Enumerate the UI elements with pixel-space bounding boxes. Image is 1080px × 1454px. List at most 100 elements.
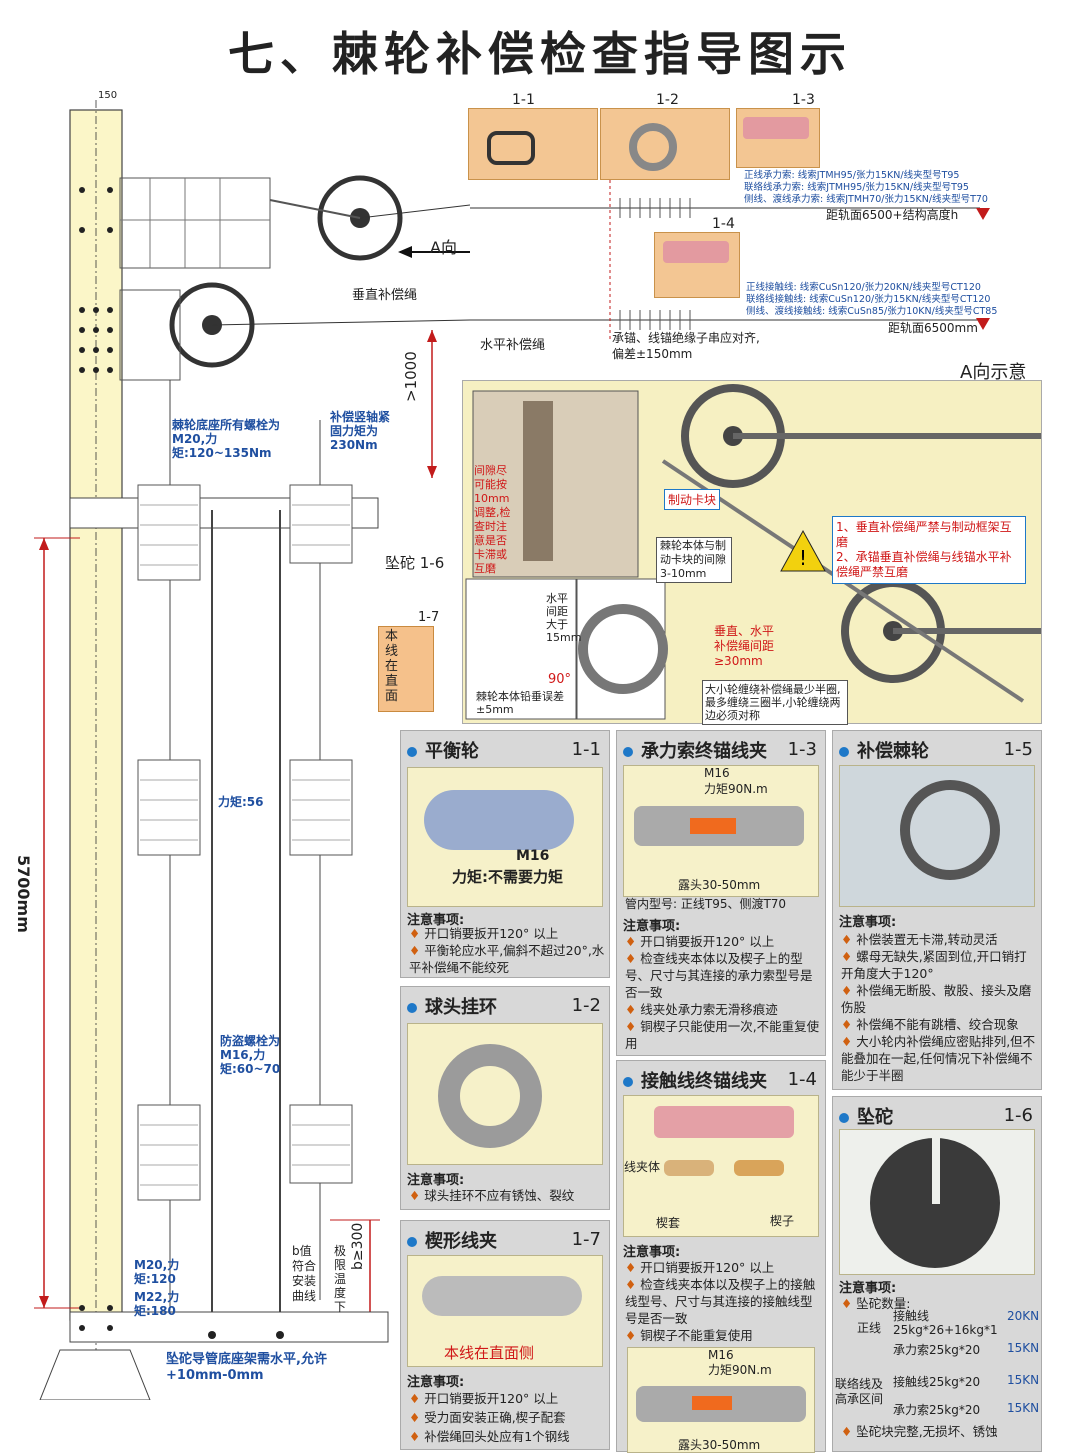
p15-note-3: 补偿绳无断股、散股、接头及磨伤股 <box>841 982 1037 1016</box>
upper-specs: 正线承力索: 线索JTMH95/张力15KN/线夹型号T95 联络线承力索: 线… <box>744 170 988 206</box>
vertical-rope-label: 垂直补偿绳 <box>352 288 418 303</box>
p16-qty-label: 坠砣数量: <box>841 1295 1037 1312</box>
b17-photo: 本线在直面 <box>378 626 434 712</box>
p17-notes-title: 注意事项: <box>407 1375 465 1390</box>
limit-temp-note: 极限温度下 <box>334 1244 347 1314</box>
panel-14-id: 1-4 <box>787 1069 817 1090</box>
p13-m16: M16 <box>704 766 730 780</box>
p13-note-2: 检查线夹本体以及楔子上的型号、尺寸与其连接的承力索型号是否一致 <box>625 950 821 1001</box>
contact-clamp-photo-2: M16 力矩90N.m 露头30-50mm <box>627 1347 815 1453</box>
panel-11-id: 1-1 <box>571 739 601 760</box>
p15-note-1: 补偿装置无卡滞,转动灵活 <box>841 931 1037 948</box>
rope-gap-note: 垂直、水平补偿绳间距≥30mm <box>714 624 775 668</box>
a-view-drawing: ! <box>465 384 1041 720</box>
p14-clamp: 线夹体 <box>624 1160 661 1174</box>
warnings-box: 1、垂直补偿绳严禁与制动框架互磨 2、承锚垂直补偿绳与线锚水平补偿绳严禁互磨 <box>832 516 1026 584</box>
b-value-note: b值符合安装曲线 <box>292 1244 317 1303</box>
angle-90: 90° <box>548 672 572 687</box>
p16-main-row-2-kn: 15KN <box>1007 1341 1040 1355</box>
b17-text: 本线在直面 <box>385 629 399 704</box>
lower-spec-link: 联络线接触线: 线索CuSn120/张力15KN/线夹型号CT120 <box>746 294 991 305</box>
wedge-clamp-photo: 本线在直面侧 <box>407 1255 603 1367</box>
p11-m16: M16 <box>516 848 550 864</box>
photo-1-3 <box>736 108 820 168</box>
p13-exposed: 露头30-50mm <box>678 878 761 892</box>
panel-17-title: 楔形线夹 <box>407 1227 497 1253</box>
page-title: 七、棘轮补偿检查指导图示 <box>228 27 852 81</box>
b17-tag: 1-7 <box>418 610 440 625</box>
p14-note-3: 铜楔子不能重复使用 <box>625 1327 821 1344</box>
messenger-clamp-photo: M16 力矩90N.m 露头30-50mm <box>623 765 819 897</box>
pole-diagram <box>34 100 470 1400</box>
photo-1-1 <box>468 108 598 180</box>
p14-sleeve: 楔套 <box>656 1216 681 1230</box>
photo-1-4 <box>654 232 740 298</box>
photo-id-1-2: 1-2 <box>656 92 679 108</box>
shaft-torque-note: 补偿竖轴紧固力矩为230Nm <box>330 410 391 452</box>
p15-note-2: 螺母无缺失,紧固到位,开口销打开角度大于120° <box>841 948 1037 982</box>
p14-m16: M16 <box>708 1348 734 1362</box>
p16-main-row-1: 接触线25kg*26+16kg*1 <box>893 1309 998 1337</box>
p13-note-4: 铜楔子只能使用一次,不能重复使用 <box>625 1018 821 1052</box>
lower-height: 距轨面6500mm <box>888 321 978 335</box>
p13-notes-title: 注意事项: <box>623 919 681 934</box>
p14-notes-title: 注意事项: <box>623 1245 681 1260</box>
insulator-note: 承锚、线锚绝缘子串应对齐, 偏差±150mm <box>612 331 760 361</box>
p17-note-2: 受力面安装正确,楔子配套 <box>409 1408 605 1427</box>
p13-tube: 管内型号: 正线T95、侧渡T70 <box>625 897 787 911</box>
p12-notes: 球头挂环不应有锈蚀、裂纹 <box>409 1187 605 1204</box>
body-gap-note: 棘轮本体与制动卡块的间隙3-10mm <box>656 537 732 583</box>
panel-11-title: 平衡轮 <box>407 737 479 763</box>
panel-14-title: 接触线终锚线夹 <box>623 1067 767 1093</box>
p16-link-row-1: 接触线25kg*20 <box>893 1375 981 1389</box>
panel-12-title: 球头挂环 <box>407 993 497 1019</box>
p14-torque: 力矩90N.m <box>708 1363 772 1377</box>
panel-15-title: 补偿棘轮 <box>839 737 929 763</box>
dim-1000: >1000 <box>402 351 420 402</box>
p13-note-1: 开口销要扳开120° 以上 <box>625 933 821 950</box>
ge15-note: 水平间距大于15mm <box>546 592 582 644</box>
panel-15-id: 1-5 <box>1003 739 1033 760</box>
p17-photo-label: 本线在直面侧 <box>444 1344 535 1362</box>
lower-spec-main: 正线接触线: 线索CuSn120/张力20KN/线夹型号CT120 <box>746 282 981 293</box>
p11-torque: 力矩:不需要力矩 <box>452 868 563 886</box>
panel-13-title: 承力索终锚线夹 <box>623 737 767 763</box>
p11-note-2: 平衡轮应水平,偏斜不超过20°,水平补偿绳不能绞死 <box>409 942 605 976</box>
base-bolts-note: 棘轮底座所有螺栓为M20,力矩:120~135Nm <box>172 418 281 460</box>
p16-note-last: 坠砣块完整,无损坏、锈蚀 <box>841 1423 1037 1440</box>
m20-note: M20,力矩:120 <box>134 1258 180 1286</box>
photo-id-1-1: 1-1 <box>512 92 535 108</box>
panel-contact-clamp: 接触线终锚线夹 1-4 线夹体 楔套 楔子 注意事项: 开口销要扳开120° 以… <box>616 1060 826 1453</box>
p14-note-2: 检查线夹本体以及楔子上的接触线型号、尺寸与其连接的接触线型号是否一致 <box>625 1276 821 1327</box>
p17-note-1: 开口销要扳开120° 以上 <box>409 1389 605 1408</box>
p15-note-4: 补偿绳不能有跳槽、绞合现象 <box>841 1016 1037 1033</box>
warning-2: 2、承锚垂直补偿绳与线锚水平补偿绳严禁互磨 <box>836 550 1012 579</box>
p15-notes-title: 注意事项: <box>839 915 897 930</box>
panel-weight: 坠砣 1-6 注意事项: 坠砣数量: 正线 接触线25kg*26+16kg*1 … <box>832 1096 1042 1452</box>
panel-13-id: 1-3 <box>787 739 817 760</box>
p13-torque: 力矩90N.m <box>704 782 768 796</box>
p16-link-line: 联络线及高承区间 <box>835 1377 884 1406</box>
upper-spec-link: 联络线承力索: 线索JTMH95/张力15KN/线夹型号T95 <box>744 182 969 193</box>
p14-notes: 开口销要扳开120° 以上 检查线夹本体以及楔子上的接触线型号、尺寸与其连接的接… <box>625 1259 821 1344</box>
panel-17-id: 1-7 <box>571 1229 601 1250</box>
p14-exposed: 露头30-50mm <box>678 1438 761 1452</box>
lower-spec-side: 侧线、渡线接触线: 线索CuSn85/张力10KN/线夹型号CT85 <box>746 306 998 317</box>
p16-link-row-2-kn: 15KN <box>1007 1401 1040 1415</box>
p11-notes: 开口销要扳开120° 以上 平衡轮应水平,偏斜不超过20°,水平补偿绳不能绞死 <box>409 925 605 976</box>
m22-note: M22,力矩:180 <box>134 1290 180 1318</box>
p13-note-3: 线夹处承力索无滑移痕迹 <box>625 1001 821 1018</box>
base-level-note: 坠砣导管底座架需水平,允许+10mm-0mm <box>166 1352 327 1383</box>
p14-note-1: 开口销要扳开120° 以上 <box>625 1259 821 1276</box>
p16-link-row-1-kn: 15KN <box>1007 1373 1040 1387</box>
p17-note-3: 补偿绳回头处应有1个钢线 <box>409 1427 605 1446</box>
balance-wheel-photo: M16 力矩:不需要力矩 <box>407 767 603 907</box>
gap-note: 间隙尽可能按10mm调整,检查时注意是否卡滞或互磨 <box>474 464 511 575</box>
vertical-error-note: 棘轮本体铅垂误差±5mm <box>476 690 564 716</box>
p11-note-1: 开口销要扳开120° 以上 <box>409 925 605 942</box>
upper-spec-side: 侧线、渡线承力索: 线索JTMH70/张力15KN/线夹型号T70 <box>744 194 988 205</box>
photo-id-1-3: 1-3 <box>792 92 815 108</box>
ratchet-photo <box>839 765 1035 907</box>
p16-notes-title: 注意事项: <box>839 1281 897 1296</box>
dim-150: 150 <box>98 90 118 101</box>
